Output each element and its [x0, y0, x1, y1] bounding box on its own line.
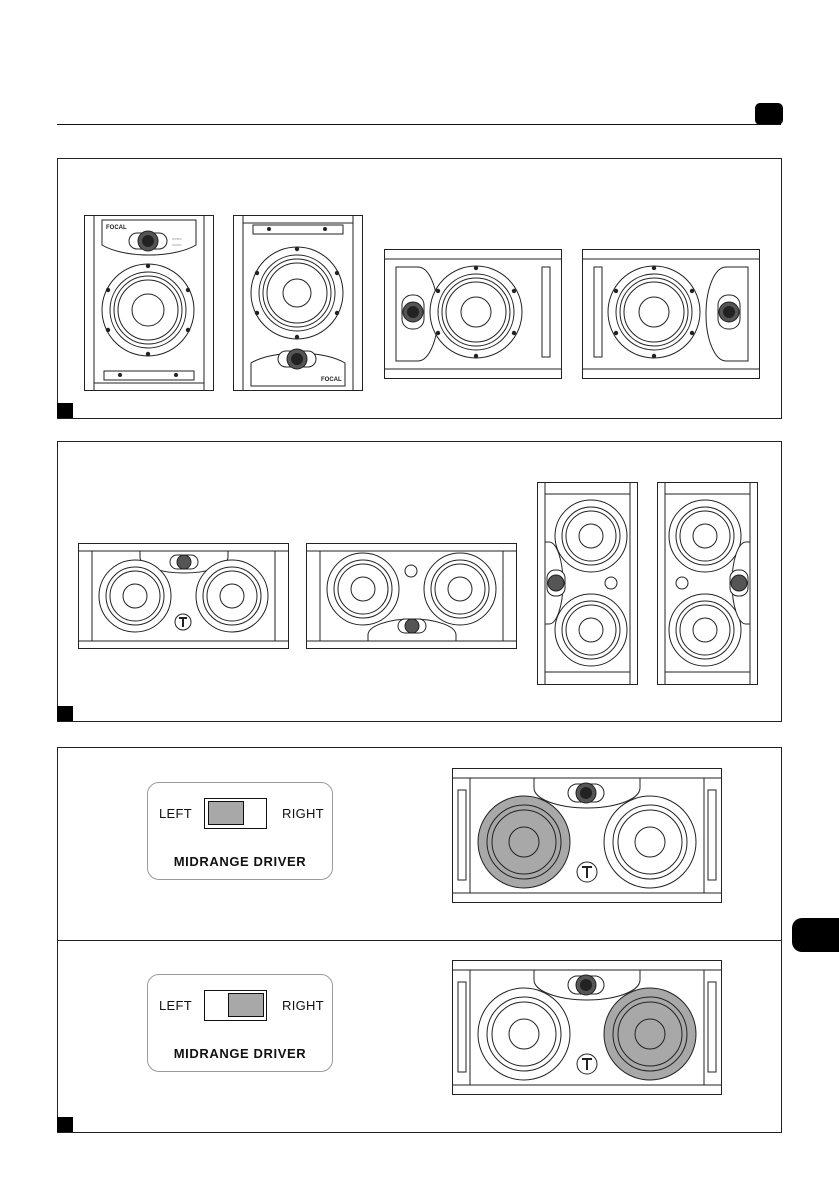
switch-left-label: LEFT	[159, 806, 192, 821]
panel-2-label	[57, 706, 73, 721]
panel-3-label	[57, 1117, 73, 1132]
svg-text:FOCAL: FOCAL	[321, 377, 342, 383]
midrange-switch-diagram-left: LEFT RIGHT MIDRANGE DRIVER	[147, 782, 333, 880]
panel-1-label	[57, 403, 73, 418]
chapter-side-tab	[792, 918, 839, 952]
center-speaker-right-midrange-active	[452, 960, 722, 1095]
switch-title: MIDRANGE DRIVER	[148, 854, 332, 869]
speaker-horizontal-tweeter-left	[384, 249, 562, 379]
switch-knob-right	[228, 993, 264, 1017]
page-marker-badge	[755, 103, 783, 125]
switch-right-label: RIGHT	[282, 998, 324, 1013]
midrange-switch-diagram-right: LEFT RIGHT MIDRANGE DRIVER	[147, 974, 333, 1072]
svg-text:○○○○: ○○○○	[172, 242, 182, 247]
tall-speaker-tweeter-left	[537, 482, 638, 685]
switch-title: MIDRANGE DRIVER	[148, 1046, 332, 1061]
center-speaker-left-midrange-active	[452, 768, 722, 903]
svg-text:○○○○: ○○○○	[172, 236, 182, 241]
switch-track	[204, 990, 267, 1021]
speaker-vertical-tweeter-bottom: FOCAL	[233, 215, 363, 391]
svg-text:FOCAL: FOCAL	[106, 225, 127, 231]
switch-right-label: RIGHT	[282, 806, 324, 821]
speaker-vertical-tweeter-top: FOCAL ○○○○ ○○○○	[84, 215, 214, 391]
switch-knob-left	[208, 801, 244, 825]
panel-3-divider	[57, 940, 782, 941]
speaker-horizontal-tweeter-right	[582, 249, 760, 379]
tall-speaker-tweeter-right	[657, 482, 758, 685]
center-speaker-tweeter-top	[78, 543, 289, 649]
switch-track	[204, 798, 267, 829]
switch-left-label: LEFT	[159, 998, 192, 1013]
header-rule	[57, 124, 781, 125]
center-speaker-tweeter-bottom	[306, 543, 517, 649]
